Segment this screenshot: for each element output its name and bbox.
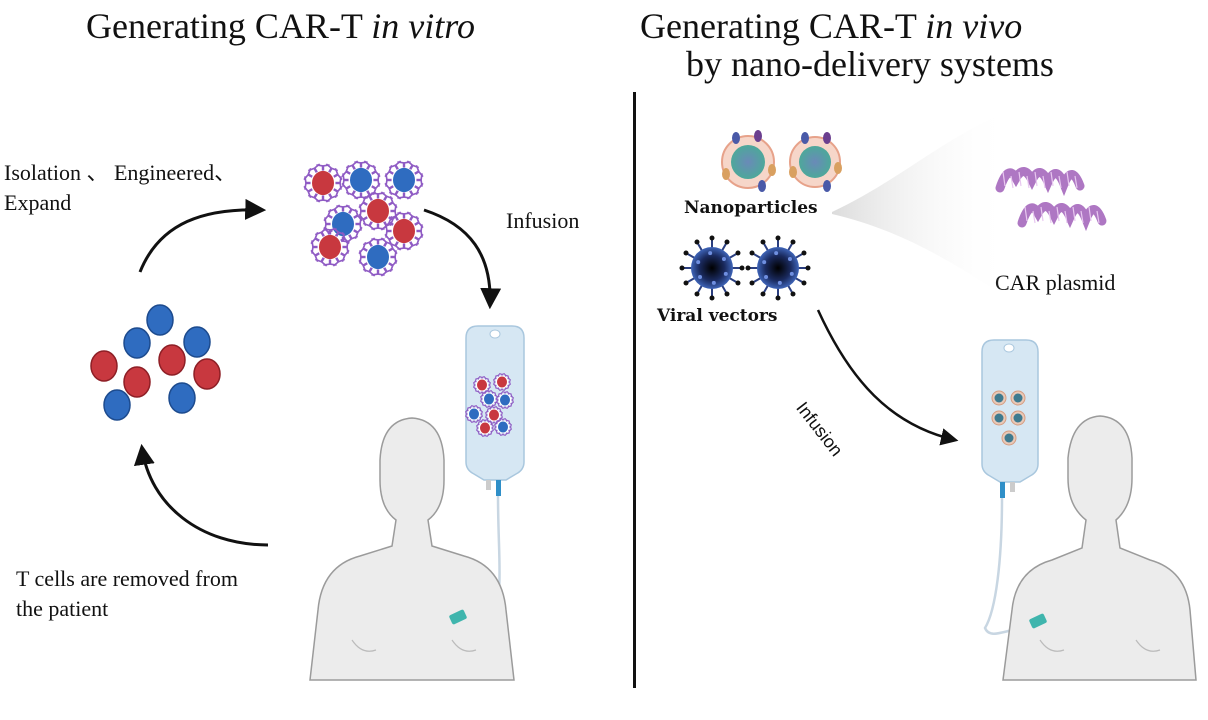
t-cell: [123, 366, 151, 398]
car-t-cell: [475, 418, 495, 438]
viral-vector: [679, 235, 745, 301]
viral-vector: [745, 235, 811, 301]
right-title-italic: in vivo: [925, 6, 1023, 46]
step-removed-label-1: T cells are removed from: [16, 566, 238, 591]
step-removed-label-2: the patient: [16, 596, 109, 621]
t-cell: [193, 358, 221, 390]
t-cell: [103, 389, 131, 421]
panel-divider: [633, 92, 636, 688]
t-cell: [168, 382, 196, 414]
left-title-italic: in vitro: [371, 6, 475, 46]
car-t-cell: [310, 227, 350, 267]
left-panel-title: Generating CAR-T in vitro: [86, 6, 475, 46]
car-t-cell: [358, 237, 398, 277]
right-panel-subtitle: by nano-delivery systems: [686, 44, 1054, 84]
car-t-cell: [484, 405, 504, 425]
viral-vectors-label: Viral vectors: [657, 306, 778, 326]
bag-nanoparticle: [991, 390, 1007, 406]
car-t-cell: [495, 390, 515, 410]
car-t-cell: [303, 163, 343, 203]
right-title-text: Generating CAR-T: [640, 6, 926, 46]
car-t-cell: [493, 417, 513, 437]
t-cell: [90, 350, 118, 382]
nanoparticle: [789, 132, 842, 192]
nanoparticles-label: Nanoparticles: [684, 198, 818, 218]
arrow-infusion-right: [816, 309, 959, 446]
t-cell: [123, 327, 151, 359]
step-isolation-label: Isolation 、 Engineered、: [4, 160, 237, 185]
right-panel-title: Generating CAR-T in vivo: [640, 6, 1022, 46]
catheter-left: [449, 609, 467, 625]
car-t-cell: [384, 160, 424, 200]
t-cell: [158, 344, 186, 376]
car-t-cell: [479, 389, 499, 409]
zoom-cone: [832, 110, 1010, 300]
t-cell: [183, 326, 211, 358]
car-plasmid: [995, 167, 1085, 197]
t-cell: [146, 304, 174, 336]
arrow-isolation-to-expand: [138, 198, 267, 273]
catheter-right: [1029, 613, 1047, 629]
step-expand-label: Expand: [4, 190, 72, 215]
car-plasmid-label: CAR plasmid: [995, 270, 1116, 295]
patient-right: [1002, 415, 1197, 681]
patient-left: [309, 417, 515, 681]
car-t-cell: [341, 160, 381, 200]
car-t-cell: [472, 375, 492, 395]
left-title-text: Generating CAR-T: [86, 6, 372, 46]
iv-bag-left: [464, 325, 525, 496]
arrow-removal: [133, 443, 269, 547]
step-infusion-label: Infusion: [506, 208, 580, 233]
car-t-cells-cluster: [303, 160, 424, 277]
iv-bag-right: [981, 339, 1039, 498]
bag-nanoparticle: [991, 410, 1007, 426]
iv-tube-right: [983, 497, 1031, 635]
bag-nanoparticle: [1010, 410, 1026, 426]
car-plasmid: [1017, 202, 1107, 232]
nanoparticle: [721, 130, 776, 192]
car-t-cell: [492, 372, 512, 392]
bag-nanoparticle: [1010, 390, 1026, 406]
car-t-cell: [464, 404, 484, 424]
arrow-infusion: [423, 208, 502, 310]
car-t-cell: [384, 211, 424, 251]
bag-nanoparticle: [1001, 430, 1017, 446]
t-cells-cluster: [90, 304, 221, 421]
